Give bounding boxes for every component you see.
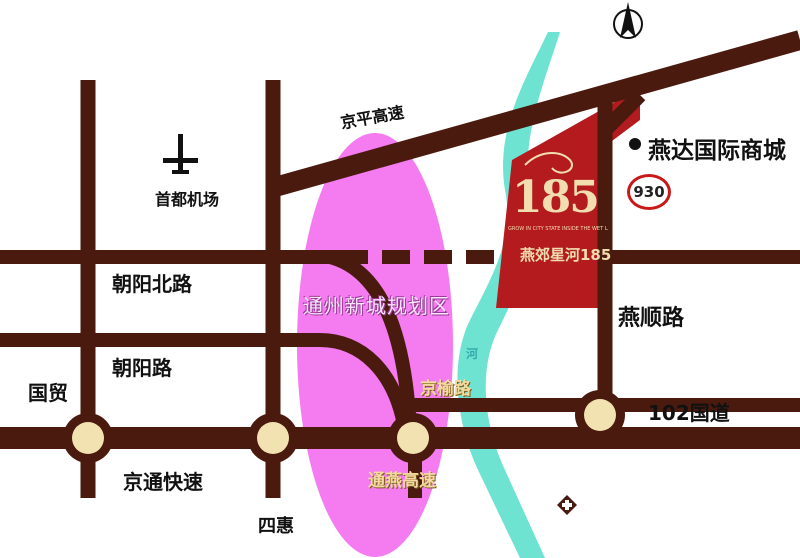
label-chaoyang-north-road: 朝阳北路	[112, 272, 192, 296]
hospital-icon	[557, 495, 577, 515]
label-sihui: 四惠	[258, 516, 294, 537]
label-yanshun-road: 燕顺路	[618, 306, 685, 331]
label-jingyu-road: 京榆路	[420, 379, 471, 399]
label-jingtong-expressway: 京通快速	[123, 470, 203, 494]
location-dot-icon	[629, 138, 641, 150]
project-name: 燕郊星河185	[520, 246, 612, 264]
project-ornament	[524, 152, 573, 174]
label-river: 河	[466, 347, 479, 361]
bus-930-badge: 930	[627, 174, 671, 210]
label-yanda-mall: 燕达国际商城	[648, 138, 786, 164]
label-chaoyang-road: 朝阳路	[112, 356, 172, 380]
junctions	[63, 390, 625, 463]
label-guomao: 国贸	[28, 381, 68, 405]
label-national-road-102: 102国道	[648, 401, 730, 425]
airplane-icon	[163, 134, 198, 174]
label-tongzhou-new-city: 通州新城规划区	[303, 294, 450, 318]
label-airport: 首都机场	[155, 190, 220, 209]
north-arrow-icon	[613, 2, 643, 39]
project-tagline: GROW IN CITY STATE INSIDE THE WET LAND	[508, 226, 608, 232]
label-tongyan-expressway: 通燕高速	[368, 471, 436, 491]
project-number: 185	[512, 172, 600, 223]
